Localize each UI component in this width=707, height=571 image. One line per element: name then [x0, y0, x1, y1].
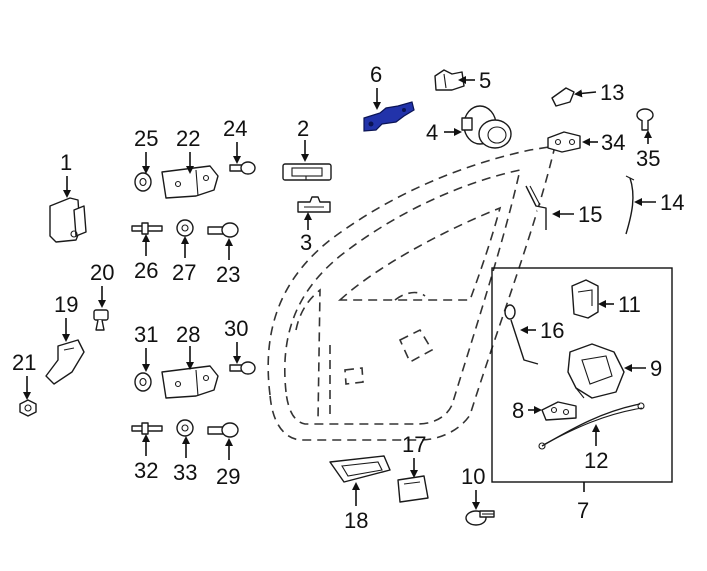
part-26-pin — [131, 222, 163, 235]
part-27-nut — [176, 219, 194, 237]
part-16-rod — [504, 304, 539, 365]
part-20-bolt — [93, 309, 109, 331]
part-2-handle-bezel — [282, 163, 332, 181]
part-28-hinge — [161, 365, 219, 399]
callout-7: 7 — [577, 498, 589, 523]
callout-6: 6 — [370, 62, 382, 87]
callout-2: 2 — [297, 116, 309, 141]
callout-18: 18 — [344, 508, 368, 533]
part-14-rod — [625, 175, 635, 235]
callout-23: 23 — [216, 262, 240, 287]
callout-34: 34 — [601, 130, 625, 155]
part-8-bracket — [541, 401, 577, 421]
part-31-nut — [134, 372, 152, 392]
part-17-pad — [397, 475, 429, 503]
callout-33: 33 — [173, 460, 197, 485]
callout-8: 8 — [512, 398, 524, 423]
callout-25: 25 — [134, 126, 158, 151]
part-30-bolt — [229, 361, 256, 375]
part-24-bolt — [229, 161, 256, 175]
callout-labels: 1 2 3 4 5 6 7 8 9 10 11 12 13 14 15 16 1… — [12, 62, 684, 533]
callout-17: 17 — [402, 432, 426, 457]
part-22-hinge — [161, 165, 219, 199]
part-33-nut — [176, 419, 194, 437]
lock-assembly-box — [491, 267, 673, 483]
part-15-rod — [525, 185, 547, 230]
part-4-lock-cylinder — [461, 105, 512, 149]
callout-22: 22 — [176, 126, 200, 151]
part-1-handle-bracket — [49, 197, 87, 243]
part-25-nut — [134, 172, 152, 192]
part-35-screw — [636, 108, 654, 131]
callout-3: 3 — [300, 230, 312, 255]
callout-35: 35 — [636, 146, 660, 171]
callout-11: 11 — [618, 292, 641, 317]
part-32-pin — [131, 422, 163, 435]
door-outline — [267, 145, 557, 441]
callout-4: 4 — [426, 120, 438, 145]
part-23-bolt — [207, 222, 239, 238]
callout-26: 26 — [134, 258, 158, 283]
leader-lines — [23, 76, 656, 510]
callout-14: 14 — [660, 190, 684, 215]
callout-1: 1 — [60, 150, 72, 175]
part-10-bolt — [465, 510, 495, 526]
callout-20: 20 — [90, 260, 114, 285]
callout-32: 32 — [134, 458, 158, 483]
part-29-bolt — [207, 422, 239, 438]
callout-15: 15 — [578, 202, 602, 227]
part-13-clip — [551, 87, 575, 107]
callout-27: 27 — [172, 260, 196, 285]
part-18-handle-cup — [329, 455, 391, 483]
part-3-clip — [297, 196, 331, 213]
part-21-nut — [19, 399, 37, 417]
part-11-actuator — [571, 279, 599, 319]
part-6-highlighted-link — [363, 101, 415, 132]
callout-31: 31 — [134, 322, 158, 347]
callout-9: 9 — [650, 356, 662, 381]
callout-28: 28 — [176, 322, 200, 347]
callout-5: 5 — [479, 68, 491, 93]
callout-29: 29 — [216, 464, 240, 489]
callout-19: 19 — [54, 292, 78, 317]
callout-30: 30 — [224, 316, 248, 341]
part-19-check-arm — [45, 339, 85, 385]
callout-16: 16 — [540, 318, 564, 343]
callout-13: 13 — [600, 80, 624, 105]
callout-10: 10 — [461, 464, 485, 489]
part-12-cable — [538, 402, 645, 450]
part-34-striker — [547, 131, 581, 153]
callout-12: 12 — [584, 448, 608, 473]
part-9-latch — [567, 343, 625, 399]
callout-24: 24 — [223, 116, 247, 141]
callout-21: 21 — [12, 350, 36, 375]
part-5-retainer — [434, 69, 465, 91]
